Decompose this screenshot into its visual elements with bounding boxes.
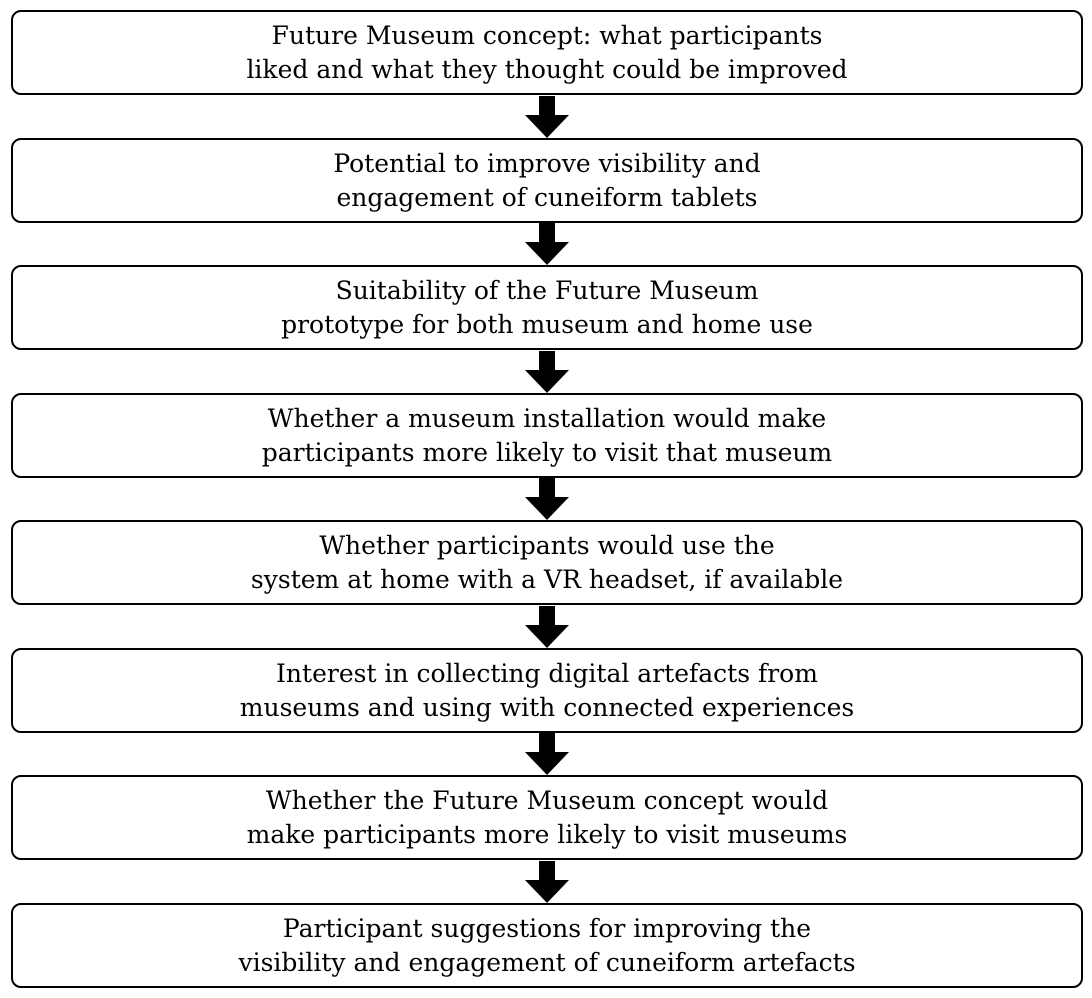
step-2-line-2: engagement of cuneiform tablets [336, 182, 758, 212]
step-7-line-1: Whether the Future Museum concept would [265, 785, 829, 815]
step-1-line-1: Future Museum concept: what participants [271, 20, 823, 50]
step-3-line-1: Suitability of the Future Museum [335, 275, 759, 305]
step-4-line-1: Whether a museum installation would make [267, 403, 827, 433]
step-box-2: Potential to improve visibility and enga… [11, 138, 1083, 223]
step-4-line-2: participants more likely to visit that m… [261, 437, 833, 467]
step-box-4: Whether a museum installation would make… [11, 393, 1083, 478]
step-7-line-2: make participants more likely to visit m… [246, 819, 848, 849]
step-5-line-1: Whether participants would use the [319, 530, 775, 560]
down-arrow-icon [525, 351, 569, 393]
step-2-line-1: Potential to improve visibility and [333, 148, 761, 178]
step-3-line-2: prototype for both museum and home use [281, 309, 813, 339]
down-arrow-icon [525, 96, 569, 138]
down-arrow-icon [525, 606, 569, 648]
step-box-6: Interest in collecting digital artefacts… [11, 648, 1083, 733]
step-box-8: Participant suggestions for improving th… [11, 903, 1083, 988]
step-8-line-2: visibility and engagement of cuneiform a… [238, 947, 856, 977]
down-arrow-icon [525, 478, 569, 520]
step-box-1: Future Museum concept: what participants… [11, 10, 1083, 95]
step-5-line-2: system at home with a VR headset, if ava… [250, 564, 844, 594]
step-box-3: Suitability of the Future Museum prototy… [11, 265, 1083, 350]
step-8-line-1: Participant suggestions for improving th… [282, 913, 812, 943]
down-arrow-icon [525, 733, 569, 775]
step-6-line-2: museums and using with connected experie… [239, 692, 855, 722]
step-box-7: Whether the Future Museum concept would … [11, 775, 1083, 860]
step-6-line-1: Interest in collecting digital artefacts… [276, 658, 818, 688]
step-box-5: Whether participants would use the syste… [11, 520, 1083, 605]
down-arrow-icon [525, 861, 569, 903]
step-1-line-2: liked and what they thought could be imp… [246, 54, 848, 84]
down-arrow-icon [525, 223, 569, 265]
